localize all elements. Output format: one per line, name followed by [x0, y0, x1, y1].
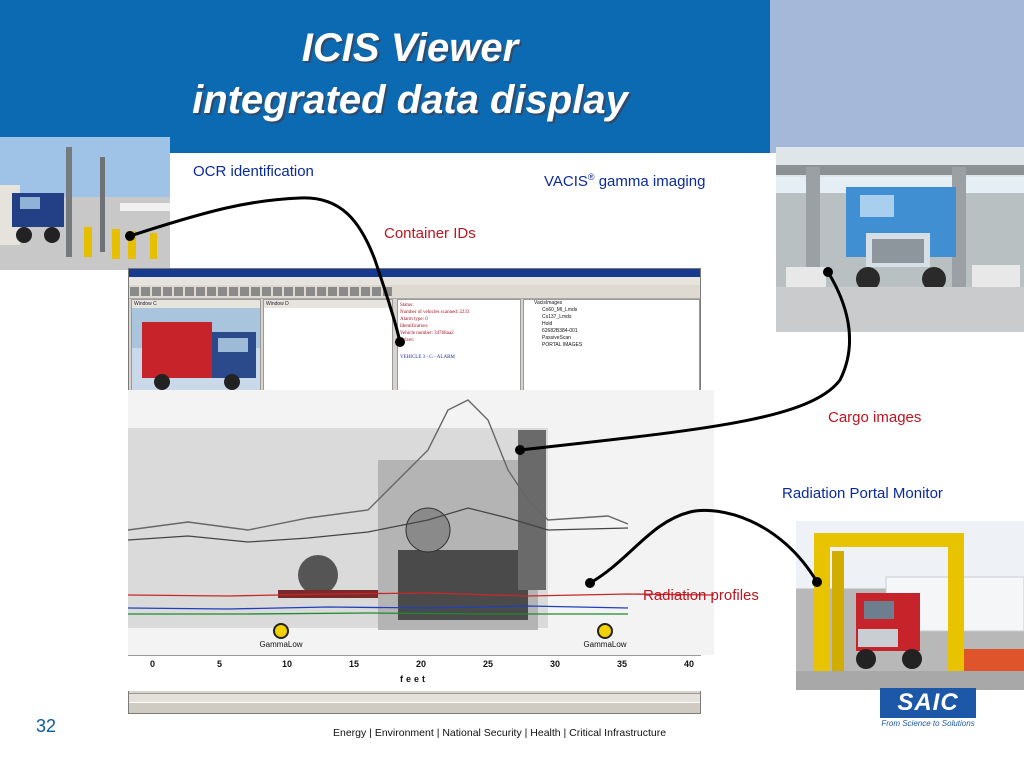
- windows-taskbar: [129, 702, 700, 713]
- file-tree-pane: VacisImages Co60_MI_Lmds Cs137_Lmds Hold…: [523, 299, 700, 395]
- distance-axis: 0 5 10 15 20 25 30 35 40 feet: [128, 655, 701, 691]
- status-line: Vehicle number: 34768aa2: [400, 331, 454, 336]
- vacis-truck-photo: [776, 147, 1024, 332]
- gamma-low-indicator-right: GammaLow: [582, 623, 628, 649]
- window-d-pane: Window D: [263, 299, 393, 395]
- alarm-banner: VEHICLE 3 - G - ALARM: [400, 355, 455, 360]
- logo-wordmark: SAIC: [880, 688, 976, 718]
- axis-tick: 15: [349, 659, 360, 669]
- rpm-truck-photo: [796, 521, 1024, 690]
- status-lines: Status: Number of vehicles scanned: 2233…: [398, 300, 520, 346]
- slide-title: ICIS Viewer integrated data display: [0, 22, 820, 126]
- axis-tick: 35: [617, 659, 628, 669]
- ocr-camera-image: [132, 308, 260, 390]
- viewer-menu-bar: [129, 277, 700, 285]
- tree-item[interactable]: VacisImages: [534, 300, 563, 306]
- tree-item[interactable]: 62682B384-001: [542, 328, 578, 334]
- status-line: Identification:: [400, 324, 429, 329]
- axis-unit: feet: [400, 674, 429, 684]
- viewer-title-bar: [129, 269, 700, 277]
- gamma-label: GammaLow: [583, 640, 627, 649]
- viewer-toolbar: [129, 285, 700, 299]
- gamma-label: GammaLow: [259, 640, 303, 649]
- tree-item[interactable]: Co60_MI_Lmds: [542, 307, 578, 313]
- logo-tagline: From Science to Solutions: [881, 719, 975, 728]
- vacis-name: VACIS: [544, 173, 588, 190]
- corner-band: [770, 0, 1024, 153]
- page-number: 32: [36, 716, 57, 736]
- axis-tick: 0: [150, 659, 156, 669]
- tree-item[interactable]: PORTAL IMAGES: [542, 342, 583, 348]
- axis-tick: 40: [684, 659, 695, 669]
- status-pane: Status: Number of vehicles scanned: 2233…: [397, 299, 521, 395]
- callout-cargo-images: Cargo images: [828, 409, 922, 426]
- callout-ocr: OCR identification: [193, 163, 314, 180]
- callout-rpm: Radiation Portal Monitor: [782, 485, 943, 502]
- saic-logo: SAIC From Science to Solutions: [880, 688, 976, 732]
- footer-text: Energy | Environment | National Security…: [333, 727, 667, 739]
- callout-radiation-profiles: Radiation profiles: [643, 587, 759, 604]
- radiation-icon: [597, 623, 613, 639]
- window-d-label: Window D: [264, 300, 392, 308]
- callout-container-ids: Container IDs: [384, 225, 476, 242]
- radiation-icon: [273, 623, 289, 639]
- axis-tick: 5: [217, 659, 223, 669]
- viewer-status-bar: [129, 693, 700, 702]
- status-line: Driver:: [400, 338, 415, 343]
- window-c-label: Window C: [132, 300, 260, 308]
- gamma-image-profile: GammaLow GammaLow: [127, 390, 715, 655]
- tree-item[interactable]: PassiveScan: [542, 335, 571, 341]
- vacis-rest: gamma imaging: [594, 173, 706, 190]
- ocr-truck-photo: [0, 137, 170, 270]
- tree-item[interactable]: Hold: [542, 321, 553, 327]
- status-line: Alarm type: 0: [400, 317, 428, 322]
- axis-tick: 20: [416, 659, 427, 669]
- tree-item[interactable]: Cs137_Lmds: [542, 314, 572, 320]
- status-line: Status:: [400, 303, 414, 308]
- axis-tick: 10: [282, 659, 293, 669]
- gamma-low-indicator-left: GammaLow: [258, 623, 304, 649]
- axis-tick: 25: [483, 659, 494, 669]
- registered-mark: ®: [587, 172, 595, 182]
- axis-tick: 30: [550, 659, 561, 669]
- header-band: [0, 0, 770, 153]
- status-line: Number of vehicles scanned: 2233: [400, 310, 470, 315]
- title-line-1: ICIS Viewer: [301, 26, 519, 70]
- callout-vacis: VACIS® gamma imaging: [544, 172, 705, 190]
- window-c-pane: Window C: [131, 299, 261, 395]
- title-line-2: integrated data display: [192, 78, 628, 122]
